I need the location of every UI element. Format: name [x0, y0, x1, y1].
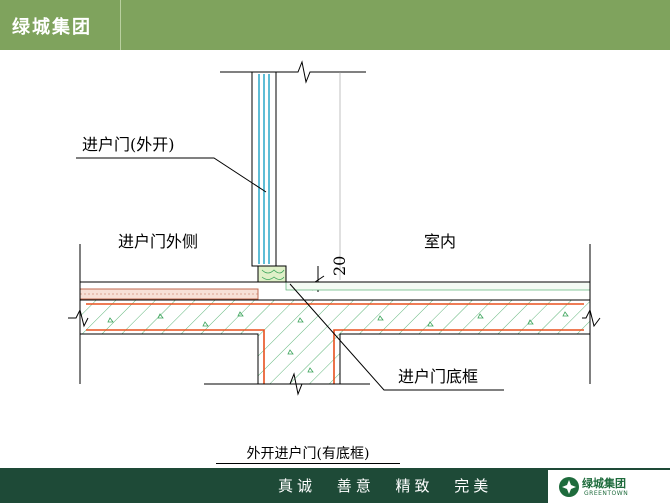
label-frame: 进户门底框 [398, 367, 478, 386]
door-panel [251, 71, 277, 267]
wall-lines [79, 244, 591, 384]
top-break-line [220, 60, 366, 84]
footer-logo: 绿城集团 GREENTOWN [548, 470, 670, 503]
leader-lines [76, 157, 504, 391]
diagram-caption: 外开进户门(有底框) [246, 446, 370, 462]
logo-text-en: GREENTOWN [584, 490, 629, 497]
header-bar: 绿城集团 [0, 0, 670, 50]
bottom-break-line [204, 372, 370, 396]
greentown-logo-icon [559, 477, 579, 497]
footer-bar: 真诚 善意 精致 完美 绿城集团 GREENTOWN [0, 468, 670, 503]
concrete-slab [79, 299, 591, 385]
floor-finish [79, 281, 591, 300]
footer-slogan: 真诚 善意 精致 完美 [278, 477, 493, 495]
header-divider [120, 0, 121, 50]
logo-text-cn: 绿城集团 [582, 477, 626, 490]
brand-title: 绿城集团 [12, 17, 92, 38]
label-inside: 室内 [424, 232, 456, 251]
caption-underline [216, 463, 400, 464]
label-outside: 进户门外侧 [118, 232, 198, 251]
door-bottom-frame [257, 265, 287, 283]
door-section-diagram: 20 进户门 [68, 60, 601, 396]
dimension-label: 20 [330, 256, 349, 276]
label-door: 进户门(外开) [82, 135, 175, 154]
side-break-lines [68, 308, 601, 328]
